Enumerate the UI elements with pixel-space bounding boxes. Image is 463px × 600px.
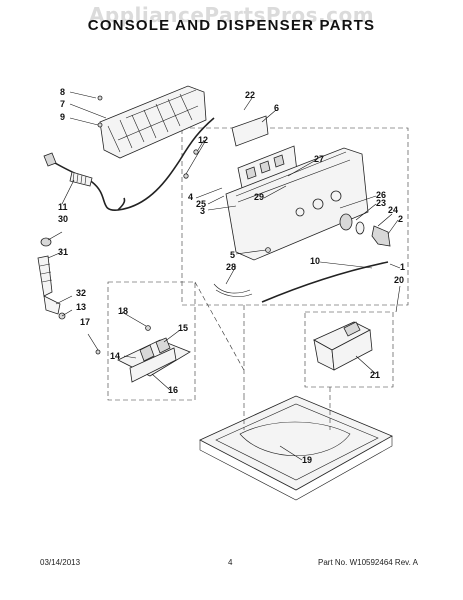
callout-27: 27 [314, 154, 324, 164]
callout-12: 12 [198, 135, 208, 145]
hose-assembly [37, 237, 66, 320]
callout-1: 1 [400, 262, 405, 272]
leader-lines [47, 91, 401, 461]
callout-9: 9 [60, 112, 65, 122]
callout-16: 16 [168, 385, 178, 395]
callout-11: 11 [58, 202, 68, 212]
callout-14: 14 [110, 351, 120, 361]
callout-28: 28 [226, 262, 236, 272]
callout-18: 18 [118, 306, 128, 316]
console-harness [213, 283, 253, 297]
dash-link-1 [194, 281, 331, 410]
washer-top-cover [199, 395, 393, 501]
wire-harness [43, 117, 215, 211]
callout-24: 24 [388, 205, 398, 215]
callout-labels: 8 7 9 22 6 12 27 4 25 3 29 26 23 24 2 5 … [58, 87, 405, 465]
callout-22: 22 [245, 90, 255, 100]
footer-page-number: 4 [228, 558, 233, 567]
callout-20: 20 [394, 275, 404, 285]
selector-knob [339, 213, 391, 247]
console-group-outline [181, 127, 409, 306]
callout-4: 4 [188, 192, 193, 202]
control-board-group-outline [107, 281, 196, 401]
dispenser-drawer [313, 321, 373, 371]
callout-31: 31 [58, 247, 68, 257]
callout-29: 29 [254, 192, 264, 202]
callout-2: 2 [398, 214, 403, 224]
callout-21: 21 [370, 370, 380, 380]
callout-7: 7 [60, 99, 65, 109]
callout-17: 17 [80, 317, 90, 327]
callout-30: 30 [58, 214, 68, 224]
callout-25: 25 [196, 199, 206, 209]
console-trim [261, 261, 389, 303]
dash-link-2 [243, 395, 331, 430]
rear-console-panel [97, 85, 207, 159]
callout-10: 10 [310, 256, 320, 266]
callout-6: 6 [274, 103, 279, 113]
callout-26: 26 [376, 190, 386, 200]
callout-5: 5 [230, 250, 235, 260]
machine-control-board [95, 325, 191, 383]
callout-3: 3 [200, 206, 205, 216]
callout-15: 15 [178, 323, 188, 333]
callout-32: 32 [76, 288, 86, 298]
callout-13: 13 [76, 302, 86, 312]
page-title: CONSOLE AND DISPENSER PARTS [87, 17, 376, 34]
footer-date: 03/14/2013 [40, 558, 81, 567]
watermark: AppliancePartsPros.com [88, 3, 375, 27]
callout-8: 8 [60, 87, 65, 97]
callout-19: 19 [302, 455, 312, 465]
dispenser-group-outline [304, 311, 394, 388]
callout-23: 23 [376, 198, 386, 208]
footer-part-number: Part No. W10592464 Rev. A [318, 558, 418, 567]
